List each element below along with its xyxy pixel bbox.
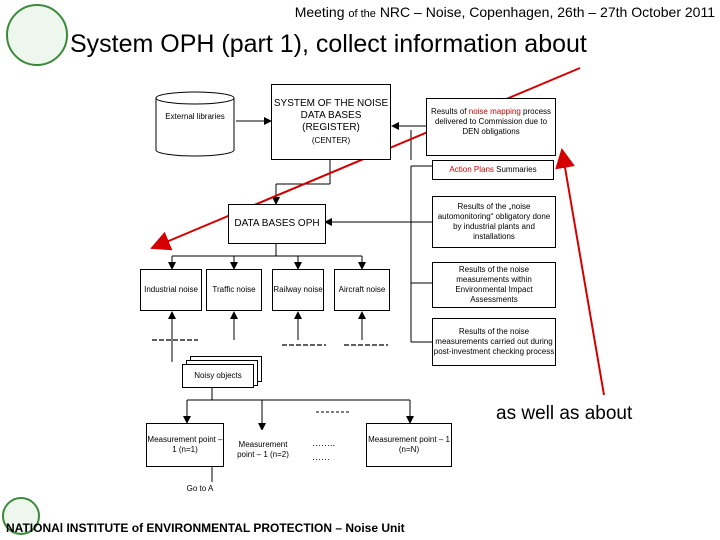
noise-mapping-suffix: process delivered to Commission due to D… <box>434 107 552 136</box>
meeting-of: of the <box>348 8 376 20</box>
noise-mapping-prefix: Results of <box>430 107 467 116</box>
measurement-point-n-box: Measurement point – 1 (n=N) <box>366 423 452 467</box>
industrial-noise-box: Industrial noise <box>140 269 202 311</box>
measurement-point-2-label: Measurement point – 1 (n=2) <box>237 440 289 459</box>
post-investment-label: Results of the noise measurements carrie… <box>433 327 555 356</box>
automonitoring-box: Results of the „noise automonitoring“ ob… <box>432 196 556 248</box>
noisy-objects-box: Noisy objects <box>182 364 254 388</box>
aircraft-noise-box: Aircraft noise <box>334 269 390 311</box>
traffic-noise-box: Traffic noise <box>206 269 262 311</box>
measurement-point-1-box: Measurement point – 1 (n=1) <box>146 423 224 467</box>
external-libraries-label: External libraries <box>165 112 225 121</box>
data-bases-oph-box: DATA BASES OPH <box>228 204 326 244</box>
measurement-point-2-box: Measurement point – 1 (n=2) <box>232 430 294 470</box>
post-investment-box: Results of the noise measurements carrie… <box>432 318 556 366</box>
as-well-as-about: as well as about <box>496 403 633 424</box>
meeting-header: Meeting of the NRC – Noise, Copenhagen, … <box>200 4 715 20</box>
railway-noise-box: Railway noise <box>272 269 324 311</box>
footer-institute: NATIONAl INSTITUTE of ENVIRONMENTAL PROT… <box>6 521 405 535</box>
institute-logo <box>6 4 68 66</box>
footer-logo <box>2 497 40 535</box>
action-plans-highlight: Action Plans <box>449 165 494 174</box>
meeting-prefix: Meeting <box>294 4 345 20</box>
eia-measurements-box: Results of the noise measurements within… <box>432 262 556 308</box>
measurement-point-n-label: Measurement point – 1 (n=N) <box>368 435 450 454</box>
ellipsis-2: …… <box>312 452 330 462</box>
meeting-rest: NRC – Noise, Copenhagen, 26th – 27th Oct… <box>379 4 715 20</box>
noise-mapping-highlight: noise mapping <box>468 107 521 116</box>
noise-mapping-box: Results of noise mapping process deliver… <box>426 98 556 156</box>
goto-a-label: Go to A <box>186 484 214 493</box>
traffic-noise-label: Traffic noise <box>212 285 256 294</box>
external-libraries-cylinder <box>155 91 235 157</box>
railway-noise-label: Railway noise <box>273 285 323 294</box>
measurement-point-1-label: Measurement point – 1 (n=1) <box>147 435 223 454</box>
action-plans-suffix: Summaries <box>496 165 537 174</box>
system-register-box: SYSTEM OF THE NOISE DATA BASES (REGISTER… <box>271 84 391 160</box>
data-bases-oph-label: DATA BASES OPH <box>234 218 320 229</box>
aircraft-noise-label: Aircraft noise <box>338 285 386 294</box>
eia-measurements-label: Results of the noise measurements within… <box>455 265 533 304</box>
ellipsis-1: …….. <box>312 438 336 448</box>
action-plans-box: Action Plans Summaries <box>432 160 554 180</box>
noisy-objects-label: Noisy objects <box>194 371 242 380</box>
system-register-title: SYSTEM OF THE NOISE DATA BASES (REGISTER… <box>273 98 389 133</box>
industrial-noise-label: Industrial noise <box>144 285 198 294</box>
slide-title: System OPH (part 1), collect information… <box>70 30 587 58</box>
automonitoring-label: Results of the „noise automonitoring“ ob… <box>437 202 551 241</box>
system-register-center: (CENTER) <box>311 136 351 145</box>
